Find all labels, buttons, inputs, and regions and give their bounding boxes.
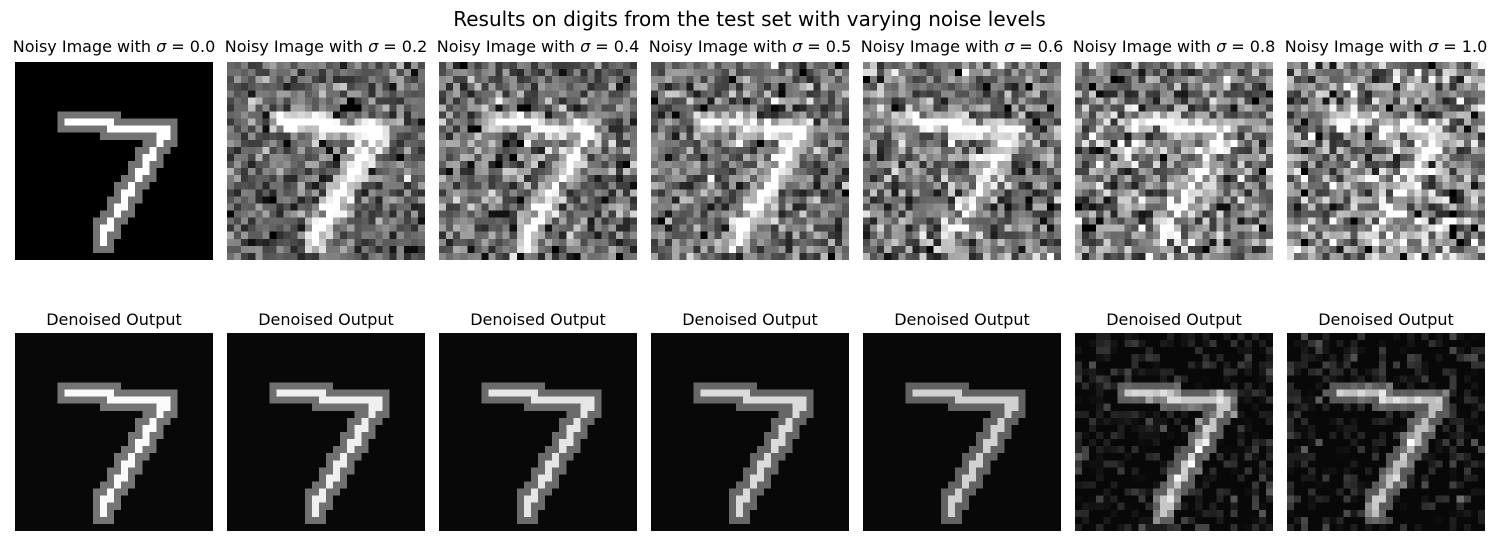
denoised-panel-title: Denoised Output bbox=[46, 310, 182, 329]
denoised-image bbox=[863, 333, 1061, 531]
noisy-panel-title: Noisy Image with σ = 1.0 bbox=[1284, 37, 1488, 56]
noisy-image bbox=[1075, 62, 1273, 260]
noisy-image bbox=[227, 62, 425, 260]
noisy-panel-title: Noisy Image with σ = 0.2 bbox=[224, 37, 428, 56]
denoised-panel-title: Denoised Output bbox=[1106, 310, 1242, 329]
denoised-image bbox=[439, 333, 637, 531]
figure-title: Results on digits from the test set with… bbox=[453, 7, 1046, 31]
noisy-panel-title: Noisy Image with σ = 0.0 bbox=[12, 37, 216, 56]
denoised-panel-title: Denoised Output bbox=[258, 310, 394, 329]
noisy-image bbox=[439, 62, 637, 260]
noisy-image bbox=[1287, 62, 1485, 260]
denoised-image bbox=[651, 333, 849, 531]
denoised-panel-title: Denoised Output bbox=[894, 310, 1030, 329]
denoised-image bbox=[1287, 333, 1485, 531]
denoised-image bbox=[227, 333, 425, 531]
noisy-image bbox=[863, 62, 1061, 260]
noisy-panel-title: Noisy Image with σ = 0.5 bbox=[648, 37, 852, 56]
noisy-image bbox=[15, 62, 213, 260]
denoised-image bbox=[15, 333, 213, 531]
denoised-image bbox=[1075, 333, 1273, 531]
denoised-panel-title: Denoised Output bbox=[470, 310, 606, 329]
noisy-panel-title: Noisy Image with σ = 0.4 bbox=[436, 37, 640, 56]
noisy-panel-title: Noisy Image with σ = 0.6 bbox=[860, 37, 1064, 56]
noisy-panel-title: Noisy Image with σ = 0.8 bbox=[1072, 37, 1276, 56]
denoised-panel-title: Denoised Output bbox=[1318, 310, 1454, 329]
noisy-image bbox=[651, 62, 849, 260]
denoised-panel-title: Denoised Output bbox=[682, 310, 818, 329]
